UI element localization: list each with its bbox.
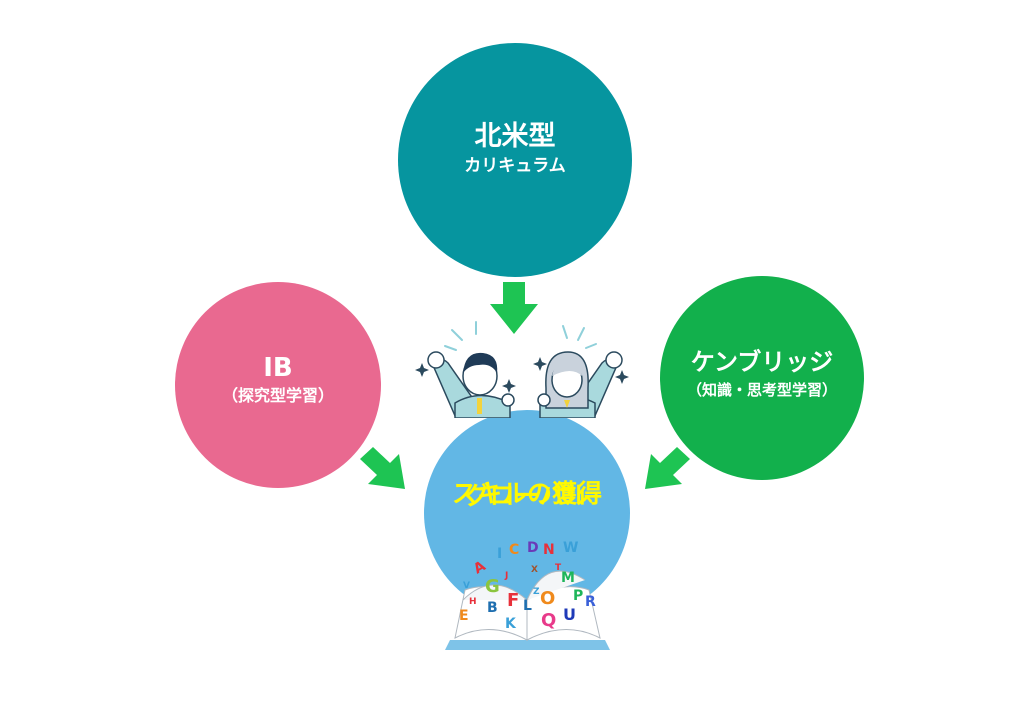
svg-text:O: O [540,588,555,609]
arrow-down-icon [490,282,538,334]
svg-text:U: U [563,605,576,624]
svg-text:G: G [485,576,500,597]
two-students-cheering-icon [415,321,629,418]
open-book-with-letters-icon: A I C D N W T M V G J X Z O P R H B F L … [445,540,610,650]
cambridge-title: ケンブリッジ [690,347,834,376]
svg-text:F: F [507,590,519,611]
svg-text:A: A [471,558,489,577]
svg-text:D: D [527,540,539,556]
svg-text:H: H [469,597,477,607]
global-skills-title-line2: スキルの獲得 [451,479,602,508]
svg-text:X: X [531,565,538,575]
svg-text:K: K [505,616,517,632]
global-skills-title-line1: グローバル [464,481,590,511]
cambridge-circle: ケンブリッジ （知識・思考型学習） [660,276,864,480]
arrow-down-right-icon [360,447,405,489]
ib-subtitle: （探究型学習） [221,386,334,406]
svg-text:I: I [497,546,502,562]
svg-text:V: V [463,581,470,591]
svg-text:C: C [509,542,519,558]
north-american-curriculum-circle: 北米型 カリキュラム [398,43,632,277]
north-american-title: 北米型 [474,120,556,152]
svg-text:N: N [543,542,555,558]
svg-text:R: R [585,594,596,610]
svg-text:L: L [523,598,532,614]
svg-text:T: T [555,563,562,573]
cambridge-subtitle: （知識・思考型学習） [686,380,837,399]
svg-text:Z: Z [533,587,540,597]
ib-title: IB [263,353,293,383]
svg-text:Q: Q [541,610,556,631]
svg-text:E: E [459,608,469,624]
ib-circle: IB （探究型学習） [175,282,381,488]
north-american-subtitle: カリキュラム [464,156,566,177]
arrow-down-left-icon [645,447,690,489]
svg-text:M: M [561,570,575,586]
svg-text:B: B [487,600,498,616]
global-skills-circle: グローバル スキルの獲得 [424,410,630,616]
svg-text:P: P [573,588,583,604]
svg-text:J: J [504,571,508,581]
svg-text:W: W [563,540,578,556]
